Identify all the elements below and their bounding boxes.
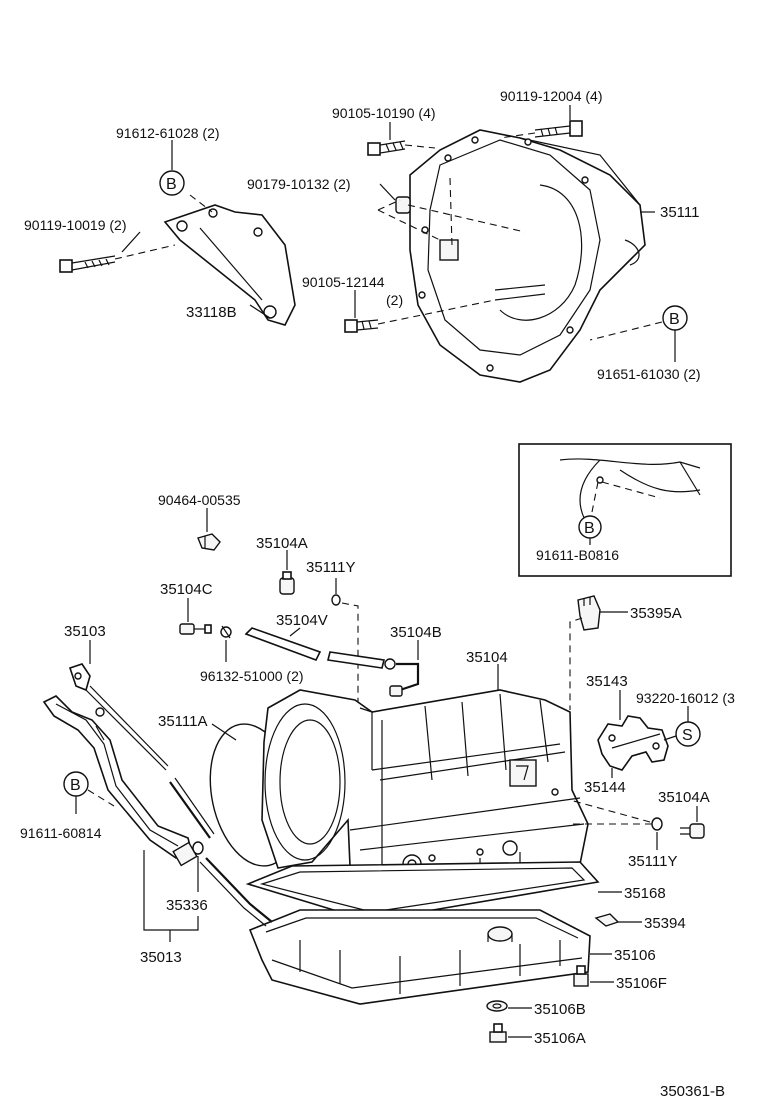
oring-35111y-top[interactable] xyxy=(331,594,341,606)
label-35104a-top: 35104A xyxy=(256,535,308,552)
label-35111a: 35111A xyxy=(158,713,208,730)
label-90119-12004: 90119-12004 (4) xyxy=(500,88,602,104)
label-90119-10019: 90119-10019 (2) xyxy=(24,217,126,233)
label-35104: 35104 xyxy=(466,649,508,666)
label-90464-00535: 90464-00535 xyxy=(158,492,241,508)
bolt-90119-12004[interactable] xyxy=(534,120,583,138)
svg-text:B: B xyxy=(166,176,177,193)
pin-90179-10132[interactable] xyxy=(395,196,411,214)
label-35104b: 35104B xyxy=(390,624,442,641)
bolt-90105-12144[interactable] xyxy=(344,319,379,333)
label-90179-10132: 90179-10132 (2) xyxy=(247,176,351,192)
washer-35106b[interactable] xyxy=(486,1000,508,1012)
bracket-33118b[interactable] xyxy=(163,204,296,326)
plug-35104a-top[interactable] xyxy=(279,571,295,595)
clip-90464-00535[interactable] xyxy=(197,533,221,551)
bolt-90119-10019[interactable] xyxy=(59,255,116,273)
marker-b-housing: B xyxy=(662,305,688,362)
label-33118b: 33118B xyxy=(186,304,237,321)
cover-35143-35144[interactable] xyxy=(597,715,669,771)
label-35103: 35103 xyxy=(64,623,106,640)
marker-b-tube: B xyxy=(63,771,89,814)
svg-text:B: B xyxy=(669,311,680,328)
pipe-35104b[interactable] xyxy=(384,658,420,697)
label-35336: 35336 xyxy=(166,897,208,914)
label-91612-61028: 91612-61028 (2) xyxy=(116,125,220,141)
inset-box: B 91611-B0816 xyxy=(518,443,732,577)
label-35106: 35106 xyxy=(614,947,656,964)
dipstick-35103[interactable] xyxy=(68,663,169,771)
label-35104v: 35104V xyxy=(276,612,328,629)
tube-35013[interactable] xyxy=(42,695,198,867)
label-35013: 35013 xyxy=(140,949,182,966)
magnet-35394[interactable] xyxy=(594,913,620,927)
marker-b-bracket: B xyxy=(159,145,185,196)
fitting-35104c[interactable] xyxy=(179,623,212,635)
label-91651-61030: 91651-61030 (2) xyxy=(597,366,701,382)
label-35143: 35143 xyxy=(586,673,628,690)
svg-text:S: S xyxy=(682,727,693,744)
label-90105-12144: 90105-12144 xyxy=(302,274,385,290)
housing-35111[interactable] xyxy=(409,129,646,383)
label-35106f: 35106F xyxy=(616,975,667,992)
label-35395a: 35395A xyxy=(630,605,682,622)
label-35104c: 35104C xyxy=(160,581,213,598)
diagram-id: 350361-B xyxy=(660,1083,725,1100)
label-35104a-right: 35104A xyxy=(658,789,710,806)
marker-s-cover: S xyxy=(663,706,701,747)
sensor-35395a[interactable] xyxy=(577,595,601,631)
label-35111y-top: 35111Y xyxy=(306,559,356,576)
hose-35104v[interactable] xyxy=(244,627,385,669)
label-35106a: 35106A xyxy=(534,1030,586,1047)
label-35111: 35111 xyxy=(660,204,700,221)
label-35168: 35168 xyxy=(624,885,666,902)
label-90105-12144-qty: (2) xyxy=(386,292,403,308)
bolt-90105-10190[interactable] xyxy=(367,140,406,156)
bolt-35106f[interactable] xyxy=(573,965,589,987)
label-91611-b0816: 91611-B0816 xyxy=(536,547,619,563)
label-35106b: 35106B xyxy=(534,1001,586,1018)
label-35394: 35394 xyxy=(644,915,686,932)
oring-35111y-right[interactable] xyxy=(651,817,663,831)
clamp-96132-51000[interactable] xyxy=(220,625,232,639)
svg-text:B: B xyxy=(584,520,595,537)
label-35111y-right: 35111Y xyxy=(628,853,678,870)
plug-35104a-right[interactable] xyxy=(680,823,705,839)
label-93220-16012: 93220-16012 (3 xyxy=(636,690,735,706)
plug-35106a[interactable] xyxy=(489,1023,507,1043)
oil-pan-35106[interactable] xyxy=(248,909,591,1005)
label-90105-10190: 90105-10190 (4) xyxy=(332,105,436,121)
label-91611-60814: 91611-60814 xyxy=(20,825,102,841)
label-96132-51000: 96132-51000 (2) xyxy=(200,668,304,684)
oring-35336[interactable] xyxy=(192,841,273,927)
svg-text:B: B xyxy=(70,777,81,794)
label-35144: 35144 xyxy=(584,779,626,796)
